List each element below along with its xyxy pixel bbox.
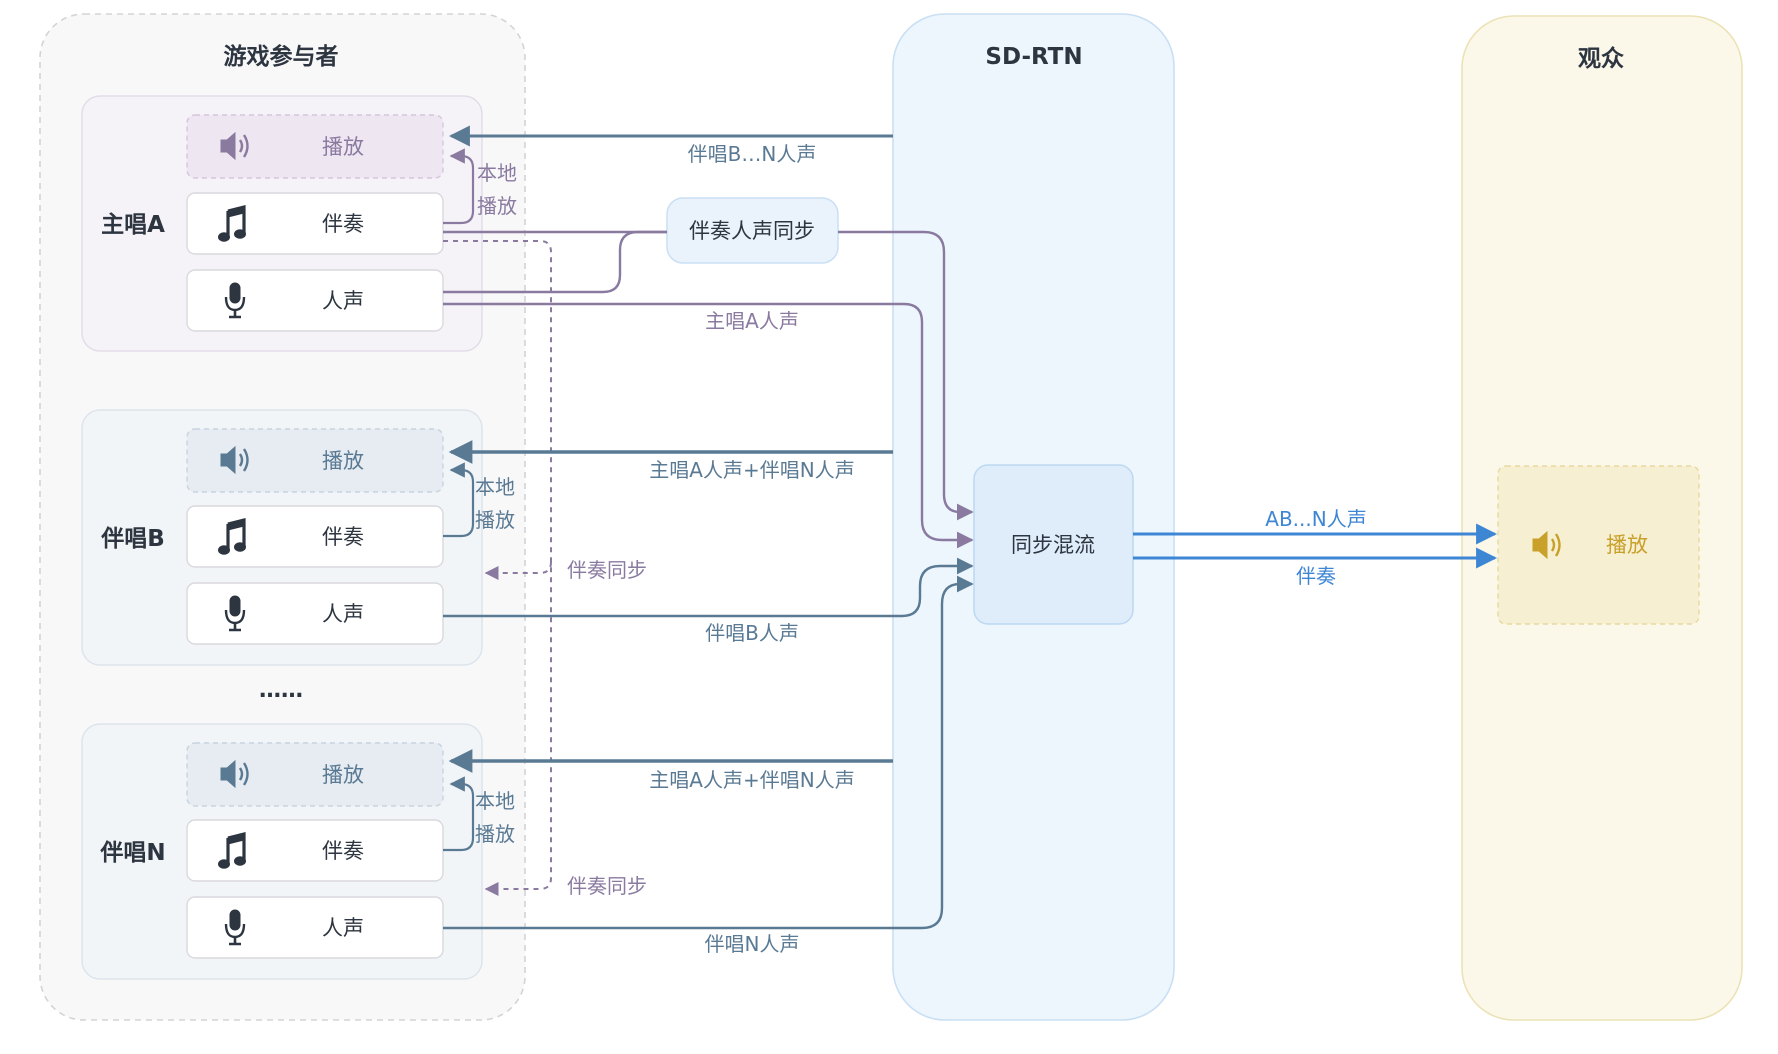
singer-a-voice-box: 人声: [186, 269, 444, 332]
singer-a-play-label: 播放: [322, 135, 364, 159]
accomp-sync-branch-b: [484, 561, 552, 580]
audience-title: 观众: [1578, 46, 1624, 72]
edge-sync-to-mix: [838, 230, 974, 521]
singer-b-voice-label: 人声: [322, 602, 364, 626]
audience-play-label: 播放: [1606, 533, 1648, 557]
singer-b-group: 伴唱B 播放 伴奏 人声 本地 播放: [81, 409, 515, 666]
singer-a-voice-label: 人声: [322, 289, 364, 313]
participants-title: 游戏参与者: [224, 43, 339, 70]
singer-b-local-2: 播放: [475, 508, 515, 532]
edge-b-voice-label: 伴唱B人声: [705, 621, 799, 645]
singer-n-accomp-label: 伴奏: [322, 839, 364, 863]
sync-box: 伴奏人声同步: [666, 197, 839, 264]
edge-rtn-to-b-label: 主唱A人声+伴唱N人声: [649, 458, 854, 482]
accomp-sync-trunk: [443, 240, 552, 896]
singer-b-local-1: 本地: [475, 475, 515, 499]
singer-n-voice-box: 人声: [186, 896, 444, 959]
singer-n-name: 伴唱N: [99, 840, 165, 866]
edge-a-voice-to-mix: [443, 302, 974, 549]
edge-rtn-to-a-label: 伴唱B…N人声: [688, 142, 817, 166]
singer-n-local-1: 本地: [475, 789, 515, 813]
sdrtn-title: SD-RTN: [985, 44, 1082, 70]
singer-a-accomp-label: 伴奏: [322, 212, 364, 236]
edge-out-voice-label: AB...N人声: [1265, 507, 1366, 531]
singer-a-local-1: 本地: [477, 161, 517, 185]
singer-a-local-2: 播放: [477, 194, 517, 218]
singer-b-accomp-box: 伴奏: [186, 505, 444, 568]
edge-b-voice-to-mix: [443, 557, 974, 618]
singer-a-accomp-box: 伴奏: [186, 192, 444, 255]
audience-play-box: 播放: [1497, 465, 1700, 625]
singer-n-play-box: 播放: [186, 742, 444, 807]
mix-box: 同步混流: [973, 464, 1134, 625]
singer-b-play-box: 播放: [186, 428, 444, 493]
ellipsis: ……: [259, 678, 303, 703]
singer-a-play-box: 播放: [186, 114, 444, 179]
singer-a-name: 主唱A: [101, 212, 165, 238]
edge-n-voice-to-mix: [443, 575, 974, 930]
singer-b-play-label: 播放: [322, 449, 364, 473]
singer-b-accomp-label: 伴奏: [322, 525, 364, 549]
singer-n-accomp-box: 伴奏: [186, 819, 444, 882]
singer-a-local-loop: [443, 148, 475, 225]
edge-a-voice-label: 主唱A人声: [705, 309, 799, 333]
mix-box-label: 同步混流: [1011, 533, 1095, 557]
singer-n-local-2: 播放: [475, 822, 515, 846]
edge-out-accomp-label: 伴奏: [1296, 564, 1336, 588]
edge-n-voice-label: 伴唱N人声: [705, 932, 800, 956]
singer-n-play-label: 播放: [322, 763, 364, 787]
singer-n-voice-label: 人声: [322, 916, 364, 940]
edge-a-voice-to-sync: [443, 230, 667, 294]
singer-b-local-loop: [443, 462, 475, 538]
accomp-sync-b-label: 伴奏同步: [567, 558, 647, 582]
edge-rtn-to-n-label: 主唱A人声+伴唱N人声: [649, 768, 854, 792]
singer-n-group: 伴唱N 播放 伴奏 人声 本地 播放: [81, 723, 515, 980]
singer-b-voice-box: 人声: [186, 582, 444, 645]
singer-n-local-loop: [443, 776, 475, 852]
singer-a-group: 主唱A 播放 伴奏 人声 本地 播放: [81, 95, 517, 352]
sync-box-label: 伴奏人声同步: [689, 219, 815, 243]
accomp-sync-n-label: 伴奏同步: [567, 874, 647, 898]
singer-b-name: 伴唱B: [100, 526, 165, 552]
